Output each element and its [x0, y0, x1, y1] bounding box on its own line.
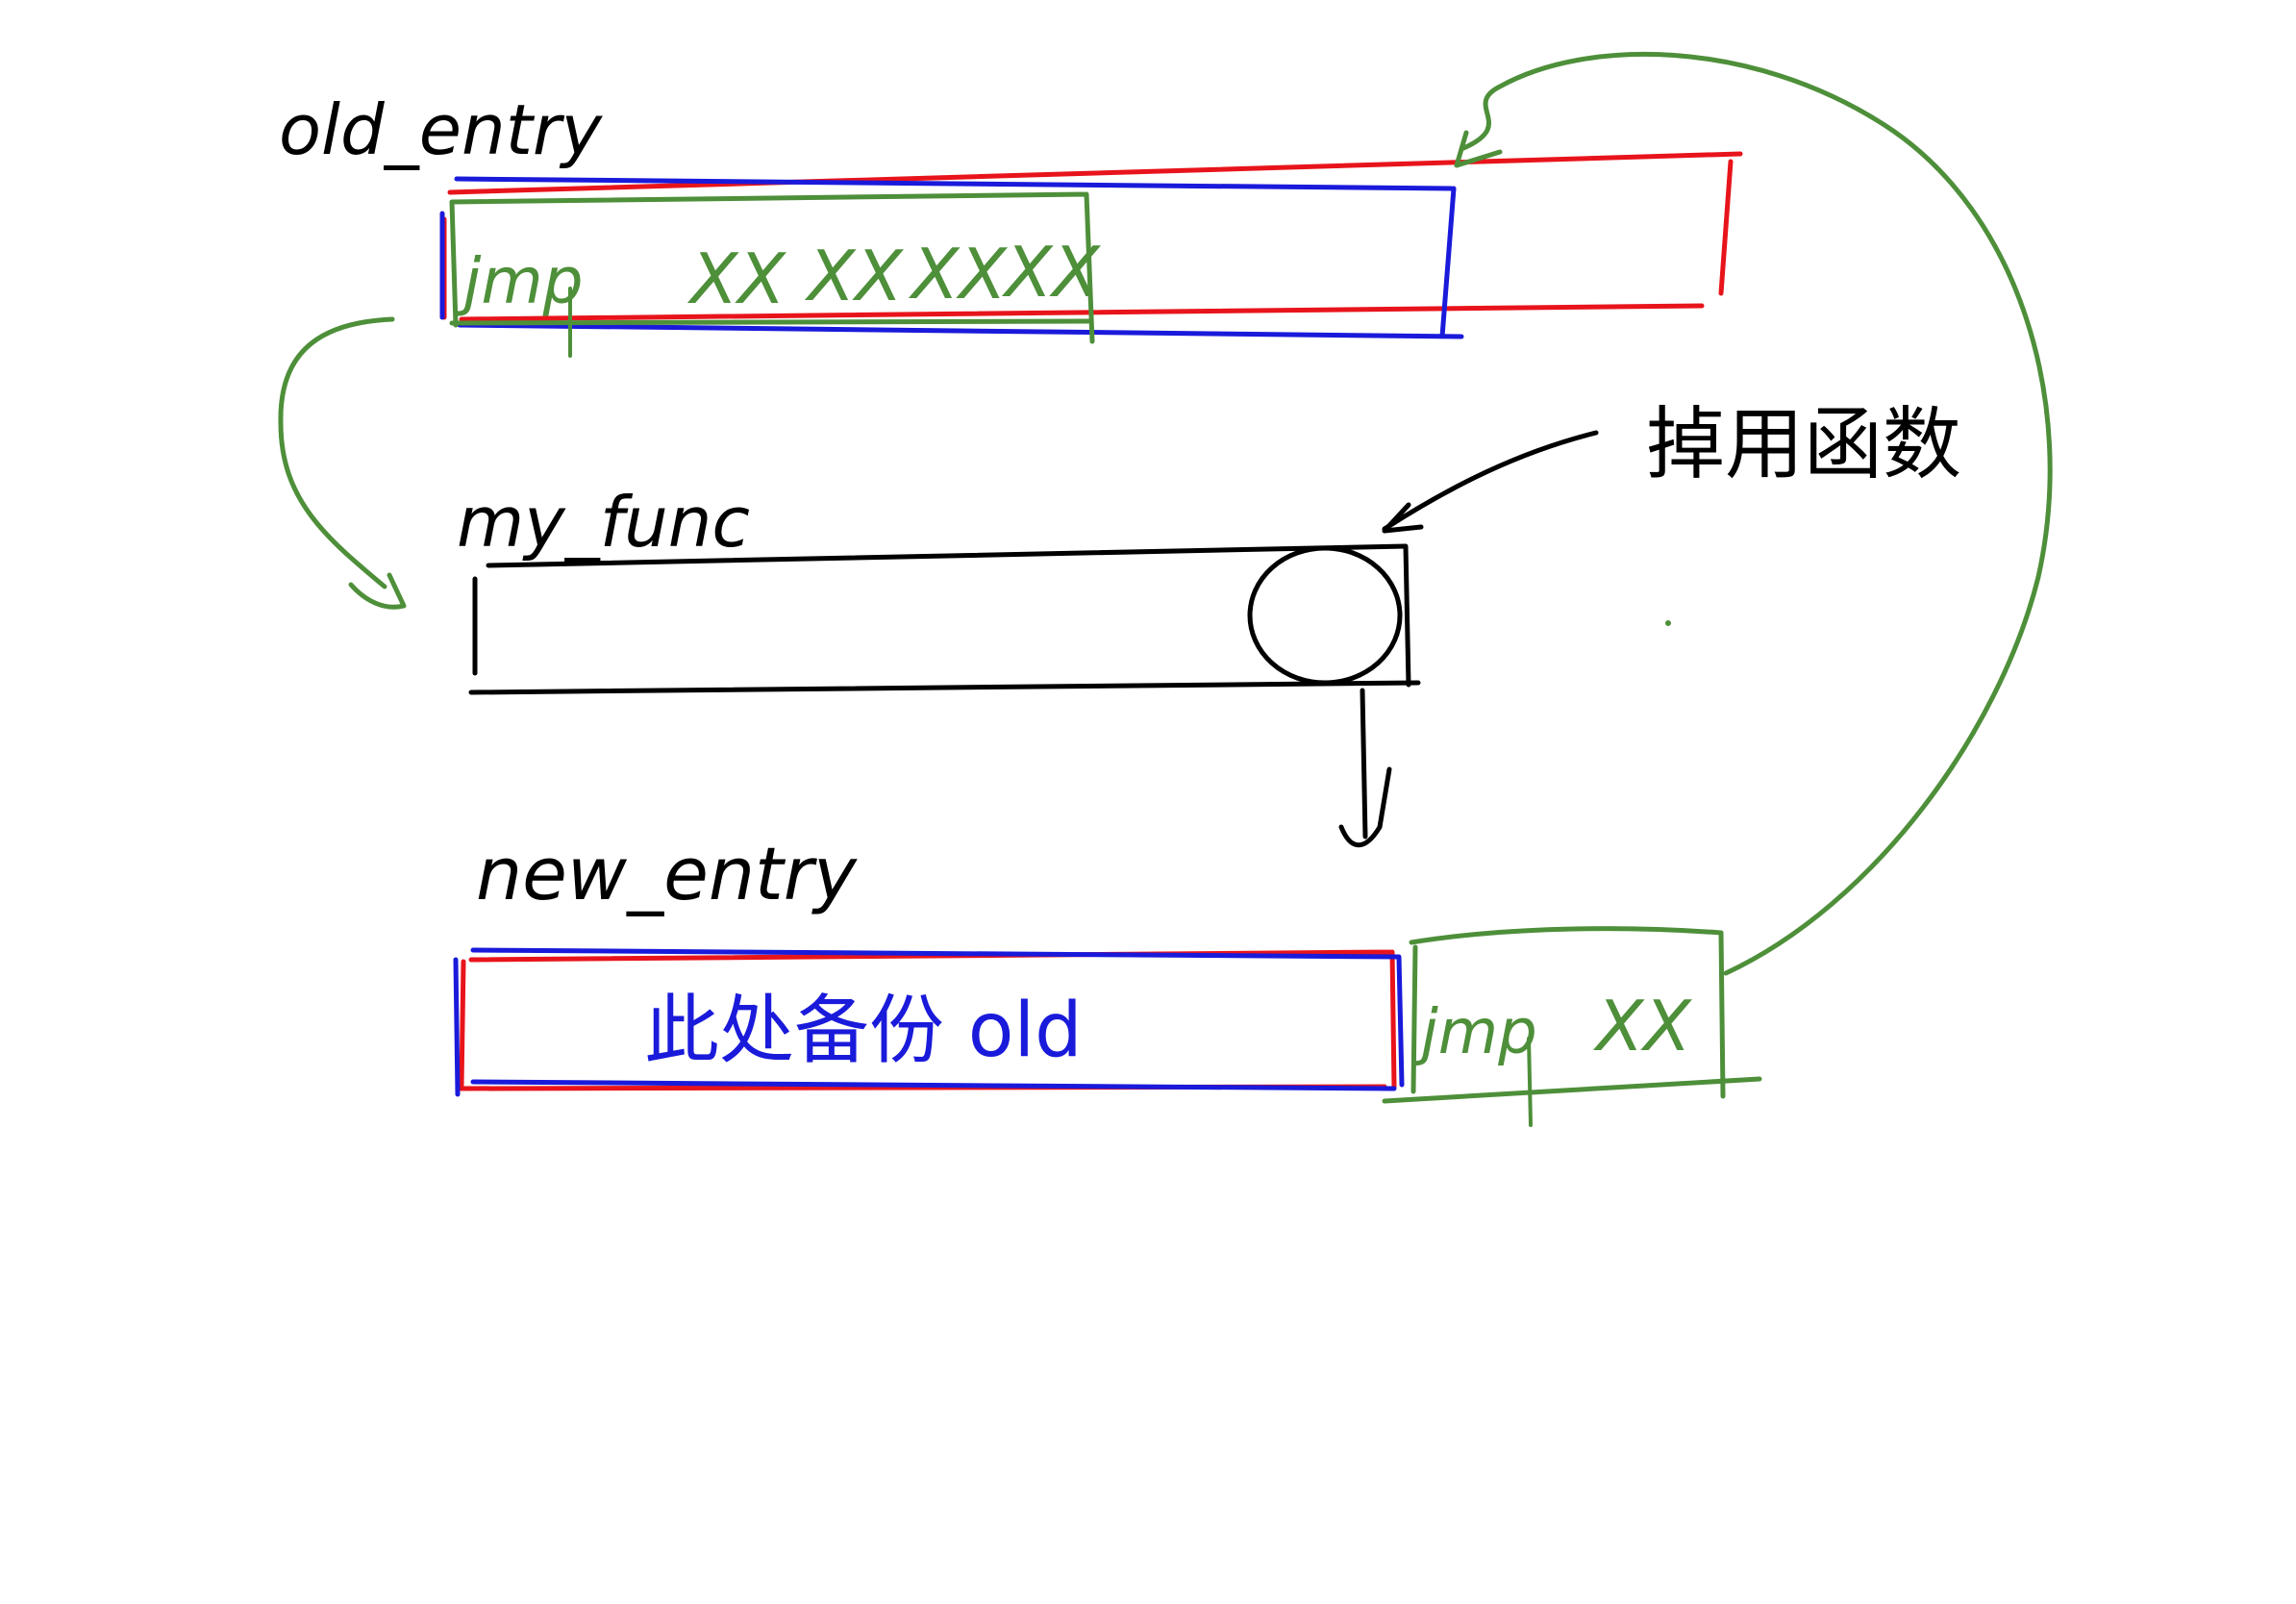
- new-entry-red-box: [457, 949, 1397, 1091]
- old-entry-byte-4: XX: [1001, 232, 1101, 313]
- stray-dot: [1665, 620, 1671, 626]
- arrow-old-to-myfunc: [278, 316, 395, 589]
- old-entry-red-box: [441, 151, 1743, 322]
- old-entry-blue-box: [439, 176, 1464, 339]
- new-entry-backup-text: 此处备份 old: [644, 988, 1083, 1074]
- new-entry-blue-box: [453, 947, 1405, 1097]
- arrow-call-label: [1382, 430, 1599, 532]
- old-entry-byte-2: XX: [804, 236, 904, 316]
- new-entry-jmp-box: [1382, 926, 1762, 1104]
- call-site-circle: [1247, 545, 1403, 686]
- arrow-new-to-old-head: [1454, 130, 1503, 168]
- label-call-function: 掉用函数: [1646, 399, 1961, 490]
- old-entry-jmp-box: [449, 191, 1095, 344]
- label-my-func: my_func: [457, 482, 750, 563]
- arrow-old-to-myfunc-head: [348, 572, 407, 610]
- arrow-call-label-head: [1382, 502, 1424, 534]
- arrow-myfunc-to-new: [1338, 688, 1392, 848]
- old-entry-byte-3: XX: [908, 234, 1008, 314]
- old-entry-byte-1: XX: [686, 238, 786, 319]
- old-entry-jmp-text: jmp: [456, 244, 584, 318]
- my-func-box: [468, 543, 1421, 695]
- label-new-entry: new_entry: [476, 831, 858, 916]
- new-entry-target-text: XX: [1592, 986, 1692, 1066]
- new-entry-jmp-text: jmp: [1413, 997, 1537, 1068]
- arrow-new-to-old: [1459, 51, 2053, 976]
- label-old-entry: old_entry: [279, 89, 604, 170]
- old-entry-bytes: XX XX XX XX: [686, 232, 1101, 319]
- new-entry-jmp-divider: [1527, 1037, 1533, 1127]
